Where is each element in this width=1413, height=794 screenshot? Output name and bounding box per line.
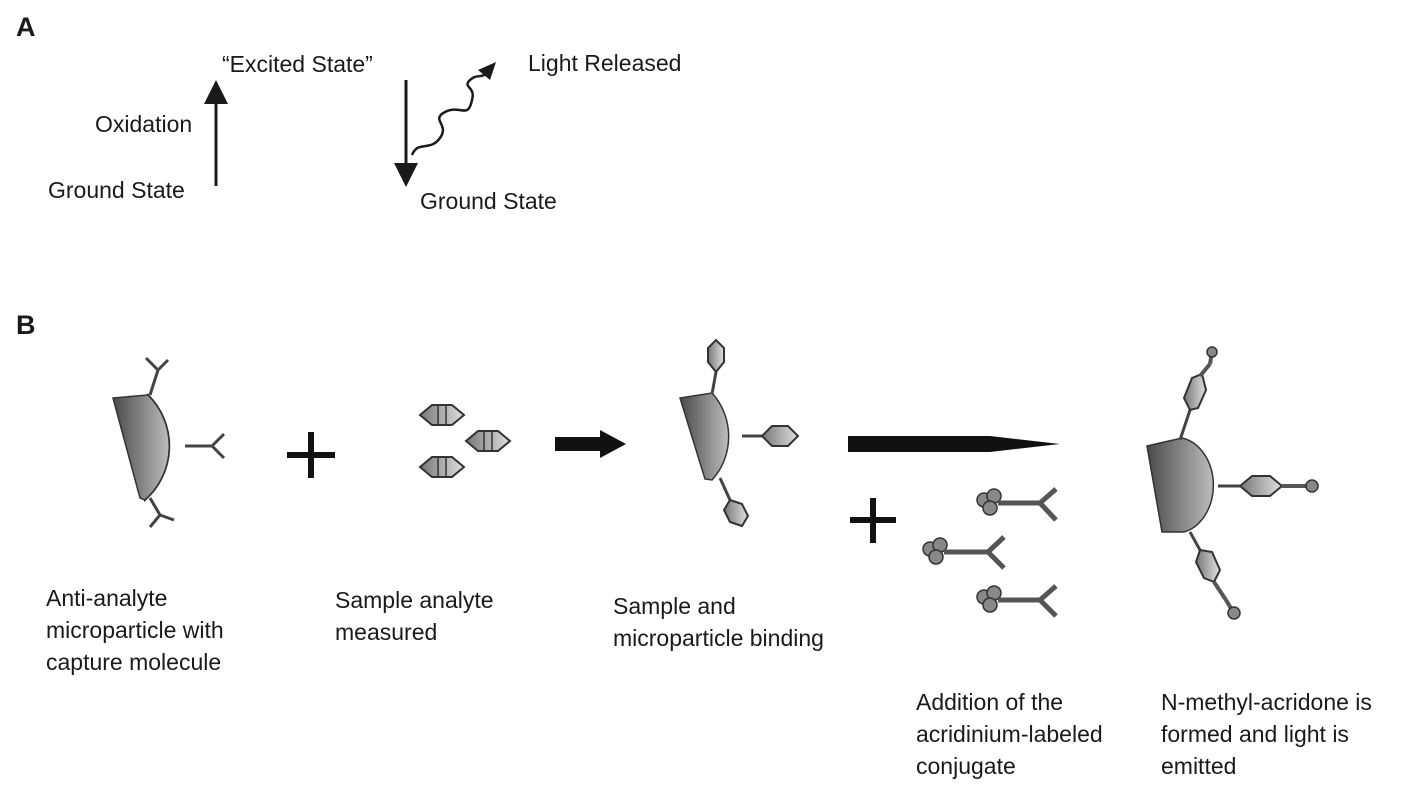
caption-step3: Sample and microparticle binding	[613, 593, 824, 651]
bound-analyte-icon	[722, 498, 750, 528]
oxidation-arrow	[204, 80, 228, 186]
acridinium-conjugate-icon	[976, 487, 1058, 522]
analyte-icon	[418, 404, 466, 426]
bound-analyte-icon	[760, 425, 800, 447]
process-arrow-2	[848, 436, 1060, 452]
caption-step2: Sample analyte measured	[335, 587, 494, 645]
caption-step4: Addition of the acridinium-labeled conju…	[916, 689, 1103, 779]
decay-arrow	[394, 80, 418, 187]
acridinium-label-icon	[1227, 606, 1241, 620]
panel-a-letter: A	[16, 12, 36, 42]
caption-step1: Anti-analyte microparticle with capture …	[46, 585, 224, 675]
microparticle-2	[679, 338, 800, 528]
acridinium-conjugate-icon	[976, 584, 1058, 618]
capture-antibody-icon	[185, 432, 226, 460]
microparticle-1	[112, 356, 226, 528]
acridinium-label-icon	[1206, 346, 1218, 358]
excited-state-label: “Excited State”	[222, 51, 373, 77]
process-arrow-1	[555, 430, 626, 458]
capture-antibody-icon	[148, 497, 175, 528]
bound-analyte-icon	[707, 338, 725, 374]
oxidation-label: Oxidation	[95, 111, 193, 137]
plus-icon	[850, 498, 896, 543]
caption-step5: N-methyl-acridone is formed and light is…	[1161, 689, 1372, 779]
acridinium-label-icon	[1305, 479, 1319, 493]
capture-antibody-icon	[144, 356, 170, 396]
acridinium-conjugate-icon	[922, 535, 1006, 570]
light-released-label: Light Released	[528, 50, 682, 76]
analyte-icon	[464, 430, 512, 452]
ground-state-left-label: Ground State	[48, 177, 185, 203]
microparticle-3	[1146, 346, 1319, 620]
light-wave-arrow	[410, 62, 496, 156]
panel-b-letter: B	[16, 310, 36, 340]
plus-icon	[287, 432, 335, 478]
analyte-icon	[418, 456, 466, 478]
ground-state-right-label: Ground State	[420, 188, 557, 214]
